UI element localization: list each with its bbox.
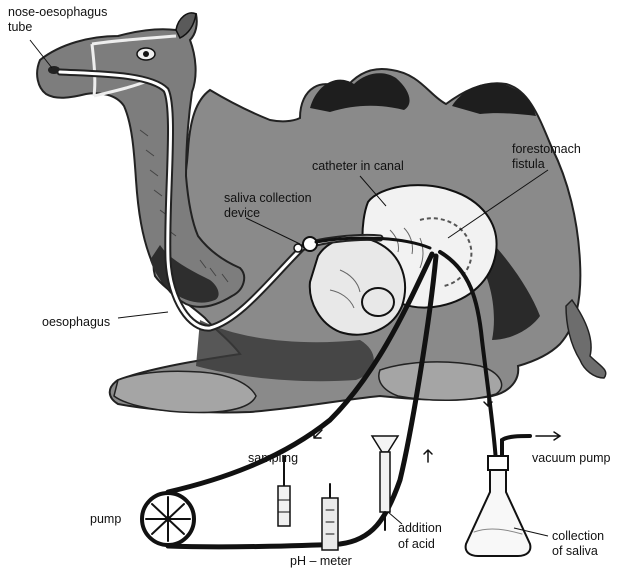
label-collection-of-saliva: collection of saliva: [552, 529, 608, 558]
label-addition-of-acid: addition of acid: [398, 521, 445, 551]
label-oesophagus: oesophagus: [42, 315, 110, 329]
collection-flask: [466, 456, 531, 556]
arrow-acid-up: [424, 450, 432, 462]
camel-tail: [566, 300, 606, 378]
rear-legs: [379, 362, 502, 400]
label-vacuum-pump: vacuum pump: [532, 451, 611, 465]
label-nose-oesophagus-tube: nose-oesophagus tube: [8, 5, 111, 34]
label-ph-meter: pH – meter: [290, 554, 352, 568]
acid-burette: [372, 436, 398, 530]
saliva-collection-device: [303, 237, 317, 251]
pump-wheel: [142, 493, 194, 545]
label-sampling: sampling: [248, 451, 298, 465]
label-pump: pump: [90, 512, 121, 526]
ph-meter: [322, 484, 338, 550]
sampling-syringe: [278, 456, 290, 526]
arrow-vacuum: [536, 432, 560, 440]
label-catheter-in-canal: catheter in canal: [312, 159, 404, 173]
